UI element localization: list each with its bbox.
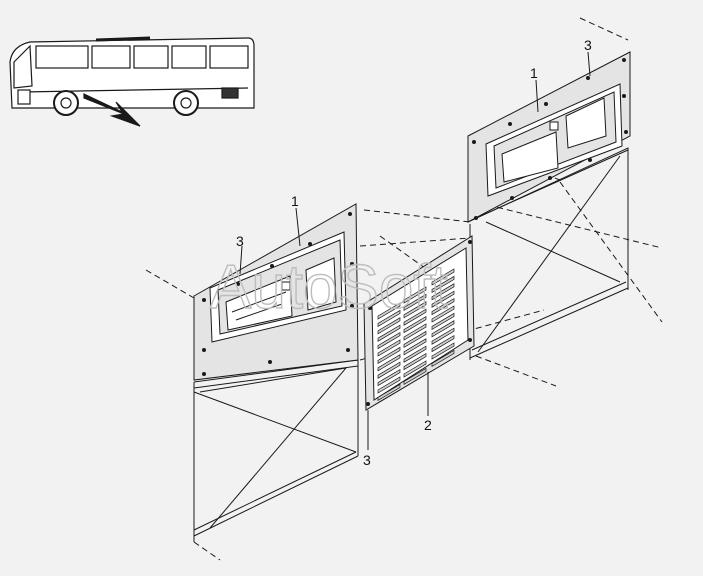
grille-slat bbox=[431, 268, 455, 286]
grille-slat bbox=[377, 383, 401, 402]
callout-part-1-right: 1 bbox=[530, 65, 538, 81]
left-panel-fasteners bbox=[202, 212, 354, 376]
grille-slat bbox=[403, 330, 427, 349]
grille-slat bbox=[431, 334, 455, 353]
grille-slat bbox=[403, 345, 427, 363]
grille-fasteners bbox=[366, 240, 472, 406]
grille-slat bbox=[377, 361, 401, 379]
grille-slat bbox=[431, 349, 455, 368]
grille-slat bbox=[377, 346, 401, 365]
callout-part-3-bottom: 3 bbox=[363, 452, 371, 468]
grille-slat bbox=[377, 331, 401, 350]
callout-part-1-left: 1 bbox=[291, 193, 299, 209]
grille-slat bbox=[377, 317, 401, 335]
grille-slat bbox=[377, 376, 401, 394]
callout-part-3-right: 3 bbox=[584, 37, 592, 53]
grille-slat bbox=[431, 283, 455, 301]
grille-slat bbox=[403, 338, 427, 356]
callout-part-2: 2 bbox=[424, 417, 432, 433]
grille-slat bbox=[403, 315, 427, 334]
grille-slat bbox=[403, 286, 427, 304]
ventilation-grille bbox=[363, 235, 475, 411]
leader-lines bbox=[239, 51, 591, 450]
left-access-panel bbox=[193, 203, 359, 381]
grille-slat bbox=[431, 275, 455, 294]
grille-slat bbox=[377, 324, 401, 342]
grille-slat bbox=[403, 301, 427, 319]
grille-slat bbox=[431, 297, 455, 316]
grille-slat bbox=[431, 305, 455, 323]
right-panel-fasteners bbox=[472, 58, 628, 220]
grille-slat bbox=[403, 367, 427, 386]
grille-slat bbox=[431, 312, 455, 331]
grille-slat bbox=[431, 342, 455, 360]
grille-slats bbox=[377, 268, 455, 402]
grille-slat bbox=[431, 327, 455, 345]
grille-slat bbox=[377, 354, 401, 372]
grille-slat bbox=[431, 320, 455, 338]
grille-slat bbox=[403, 323, 427, 341]
grille-slat bbox=[403, 308, 427, 326]
callout-part-3-left: 3 bbox=[236, 233, 244, 249]
grille-slat bbox=[403, 293, 427, 312]
grille-slat bbox=[377, 302, 401, 320]
grille-slat bbox=[403, 352, 427, 371]
grille-slat bbox=[431, 290, 455, 308]
bus-locator-thumbnail bbox=[9, 36, 255, 127]
grille-slat bbox=[377, 368, 401, 387]
watermark: AutoSoft bbox=[210, 253, 448, 322]
right-access-panel bbox=[467, 51, 631, 223]
grille-slat bbox=[377, 339, 401, 357]
grille-slat bbox=[377, 309, 401, 328]
grille-slat bbox=[403, 360, 427, 378]
